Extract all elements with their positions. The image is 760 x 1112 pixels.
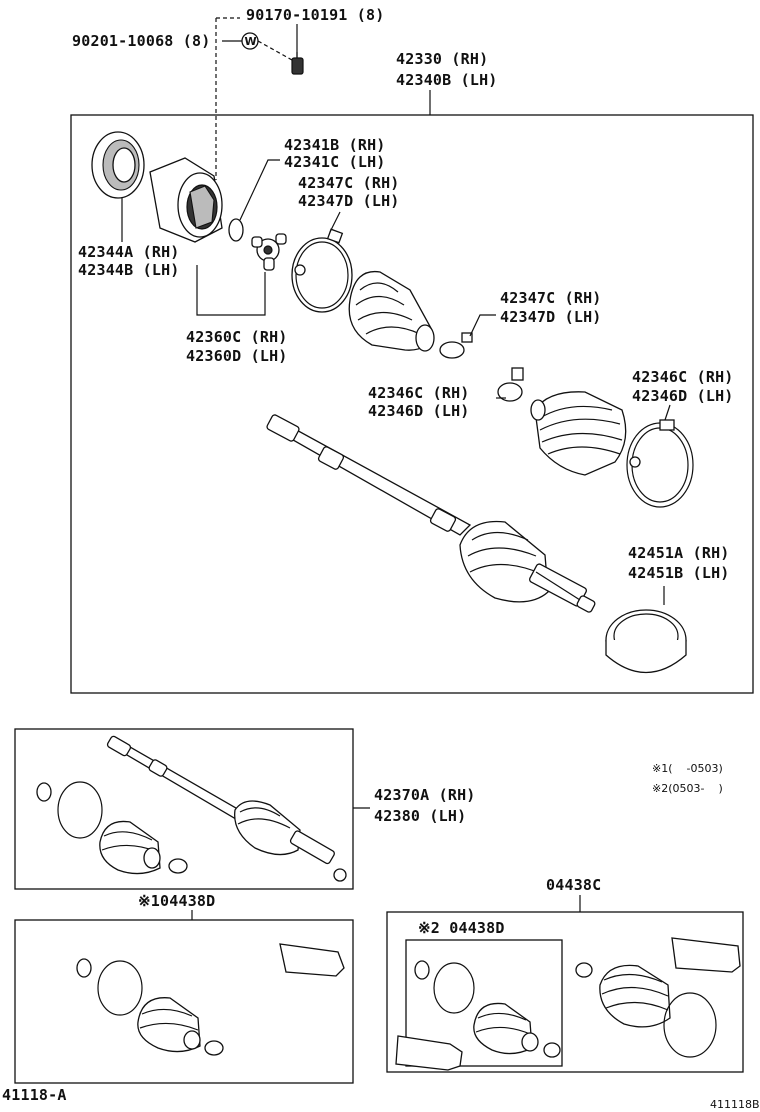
outer-small-clamp-icon [497,367,524,402]
kit-d-inner-parts-icon [395,960,561,1071]
footer-left-code: 41118-A [2,1086,67,1104]
footer-right-code: 411118B [710,1098,760,1111]
label-snap-ring-lh: 42341C (LH) [284,153,386,171]
label-dust-cover-rh: 42451A (RH) [628,544,730,562]
snap-ring-icon [228,218,244,242]
label-tripod-lh: 42360D (LH) [186,347,288,365]
label-clamp-a-lh: 42347D (LH) [298,192,400,210]
outboard-boot-icon [530,391,627,476]
label-outboard-joint-rh: 42344A (RH) [78,243,180,261]
kit-d-inner-frame [405,939,563,1067]
joint-housing-icon [149,157,223,243]
second-boot-kit-icon [36,781,188,875]
kit-d-left-parts-icon [76,943,345,1056]
second-shaft-frame [14,728,354,890]
dust-cover-icon [605,609,687,674]
shaft-assy-frame [70,114,754,694]
label-clamp-d-rh: 42346C (RH) [632,368,734,386]
label-dust-cover-lh: 42451B (LH) [628,564,730,582]
label-tripod-rh: 42360C (RH) [186,328,288,346]
label-clamp-d-lh: 42346D (LH) [632,387,734,405]
small-boot-clamp-icon [439,332,473,359]
label-outboard-joint-lh: 42344B (LH) [78,261,180,279]
large-boot-clamp-icon [291,228,353,313]
label-second-shaft-lh: 42380 (LH) [374,807,466,825]
note-2: ※2(0503- ) [652,782,723,795]
bolt-icon [291,52,304,75]
label-kit-d-left: ※104438D [138,892,215,910]
label-bolt: 90170-10191 (8) [246,6,384,24]
second-shaft-icon [106,735,347,882]
label-clamp-b-rh: 42347C (RH) [500,289,602,307]
label-clamp-c-rh: 42346C (RH) [368,384,470,402]
kit-c-frame [386,911,744,1073]
label-kit-d-inner: ※2 04438D [418,919,505,937]
label-snap-ring-rh: 42341B (RH) [284,136,386,154]
outboard-joint-cup-icon [91,131,145,199]
kit-c-parts-icon [575,937,741,1058]
inboard-boot-icon [348,270,435,352]
label-second-shaft-rh: 42370A (RH) [374,786,476,804]
label-shaft-assy-lh: 42340B (LH) [396,71,498,89]
tripod-joint-icon [251,233,287,271]
washer-dash-leader [257,40,293,61]
label-washer: 90201-10068 (8) [72,32,210,50]
label-clamp-b-lh: 42347D (LH) [500,308,602,326]
label-clamp-c-lh: 42346D (LH) [368,402,470,420]
washer-symbol: W [245,35,257,48]
drive-shaft-icon [266,414,596,613]
kit-d-left-frame [14,919,354,1084]
note-1: ※1( -0503) [652,762,723,775]
outer-large-clamp-icon [626,419,694,508]
label-kit-c: 04438C [546,876,601,894]
label-shaft-assy-rh: 42330 (RH) [396,50,488,68]
label-clamp-a-rh: 42347C (RH) [298,174,400,192]
